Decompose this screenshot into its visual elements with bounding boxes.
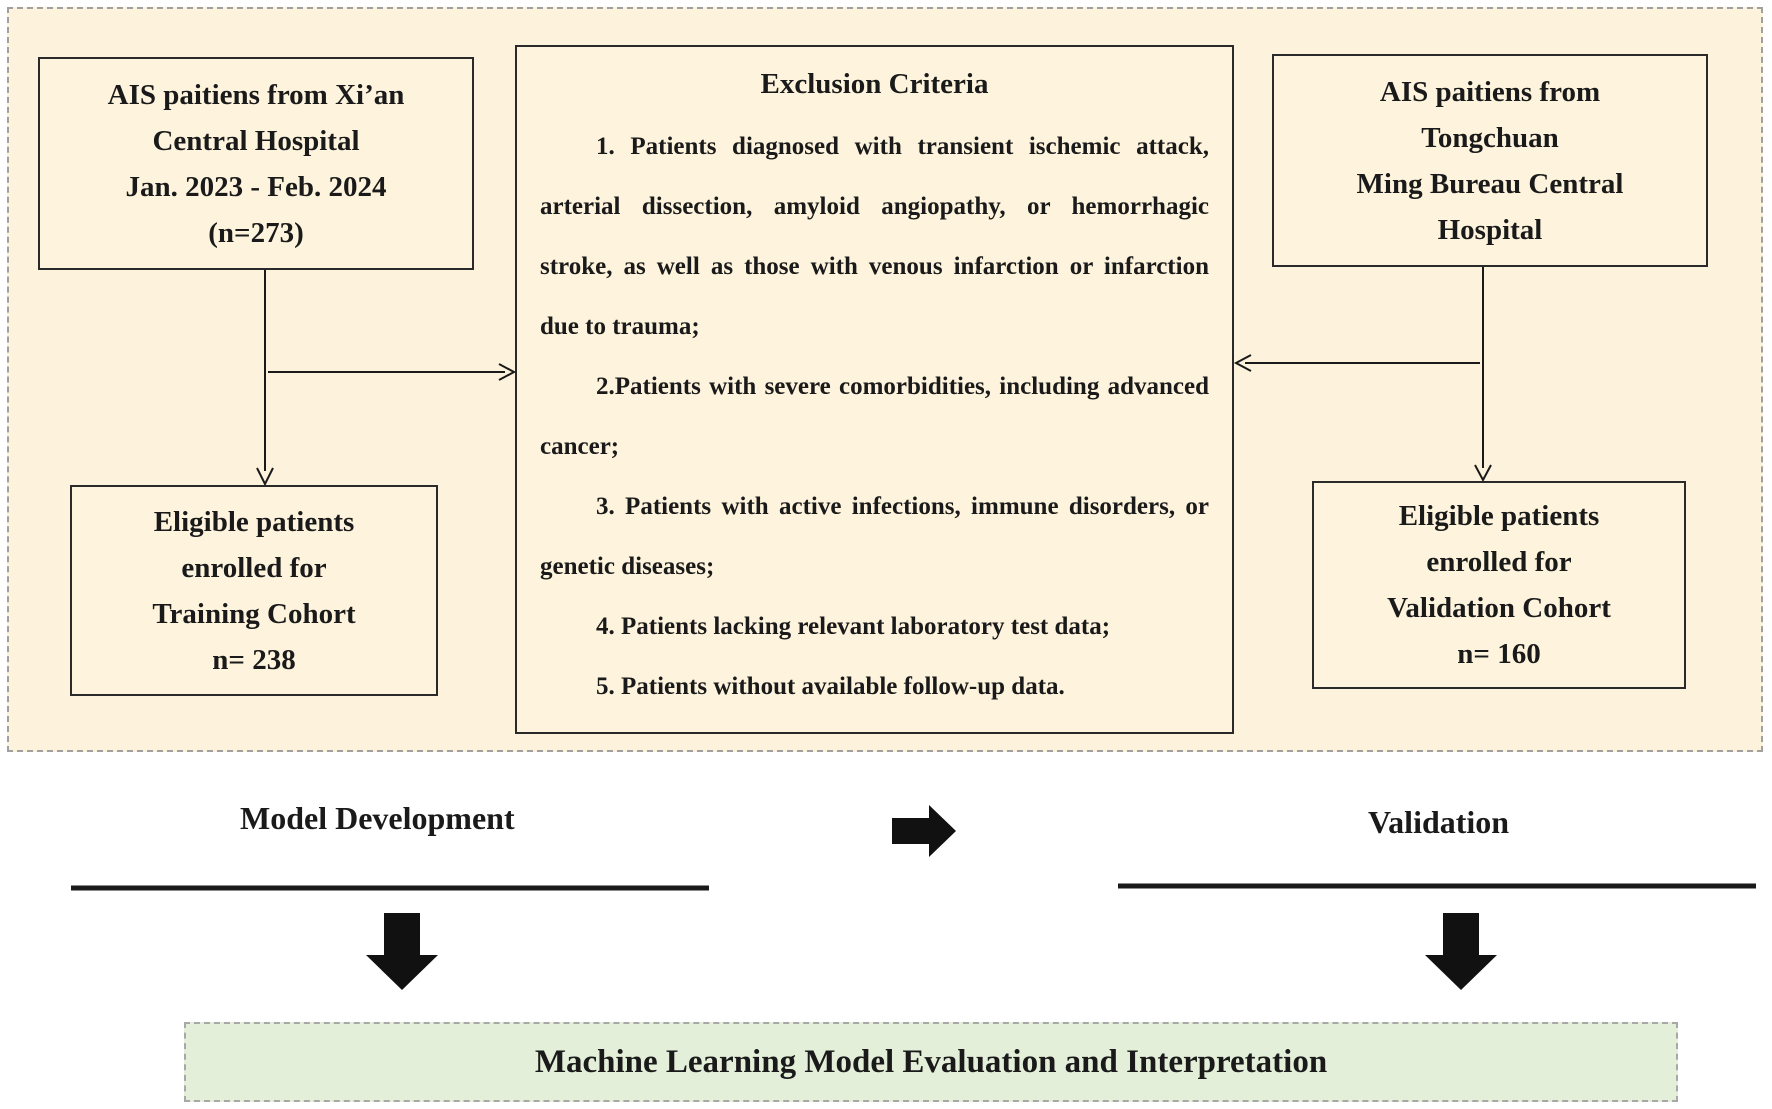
stage-right-block-arrow <box>892 805 956 857</box>
tongchuan-to-validation-arrowhead <box>1474 464 1492 483</box>
training-line-1: Eligible patients <box>153 505 355 538</box>
tongchuan-line-2: Tongchuan <box>1421 121 1559 154</box>
validation-label: Validation <box>1368 804 1510 840</box>
xian-line-1: AIS paitiens from Xi’an <box>107 78 405 111</box>
validation-line-4: n= 160 <box>1457 638 1541 670</box>
ml-evaluation-text: Machine Learning Model Evaluation and In… <box>534 1043 1328 1080</box>
exclusion-item-5: 5. Patients without available follow-up … <box>596 673 1065 700</box>
training-line-3: Training Cohort <box>152 597 356 630</box>
xian-to-exclusion-arrowhead <box>498 363 517 381</box>
xian-hospital-box: AIS paitiens from Xi’an Central Hospital… <box>38 57 474 270</box>
exclusion-criteria-box: Exclusion Criteria 1. Patients diagnosed… <box>515 45 1234 734</box>
validation-line-2: enrolled for <box>1426 546 1572 578</box>
validation-line-3: Validation Cohort <box>1387 592 1611 624</box>
xian-line-3: Jan. 2023 - Feb. 2024 <box>125 170 387 203</box>
exclusion-item-4: 4. Patients lacking relevant laboratory … <box>596 613 1111 640</box>
exclusion-title: Exclusion Criteria <box>760 68 989 100</box>
validation-cohort-box: Eligible patients enrolled for Validatio… <box>1312 481 1686 689</box>
training-line-2: enrolled for <box>181 551 327 584</box>
xian-line-2: Central Hospital <box>152 124 360 157</box>
exclusion-item-1: 1. Patients diagnosed with transient isc… <box>540 133 1209 340</box>
xian-line-4: (n=273) <box>208 216 304 249</box>
tongchuan-line-3: Ming Bureau Central <box>1356 167 1624 200</box>
model-development-down-block-arrow <box>366 913 438 990</box>
validation-line-1: Eligible patients <box>1398 500 1600 532</box>
training-cohort-box: Eligible patients enrolled for Training … <box>70 485 438 696</box>
tongchuan-line-1: AIS paitiens from <box>1379 75 1601 108</box>
training-line-4: n= 238 <box>212 643 296 676</box>
model-development-label: Model Development <box>240 800 515 836</box>
exclusion-item-3: 3. Patients with active infections, immu… <box>540 493 1209 580</box>
ml-evaluation-box: Machine Learning Model Evaluation and In… <box>184 1022 1678 1102</box>
tongchuan-line-4: Hospital <box>1437 213 1543 246</box>
validation-down-block-arrow <box>1425 913 1497 990</box>
exclusion-item-2: 2.Patients with severe comorbidities, in… <box>540 373 1209 460</box>
tongchuan-hospital-box: AIS paitiens from Tongchuan Ming Bureau … <box>1272 54 1708 267</box>
tongchuan-to-exclusion-arrowhead <box>1233 354 1252 372</box>
xian-to-training-arrowhead <box>256 467 274 487</box>
